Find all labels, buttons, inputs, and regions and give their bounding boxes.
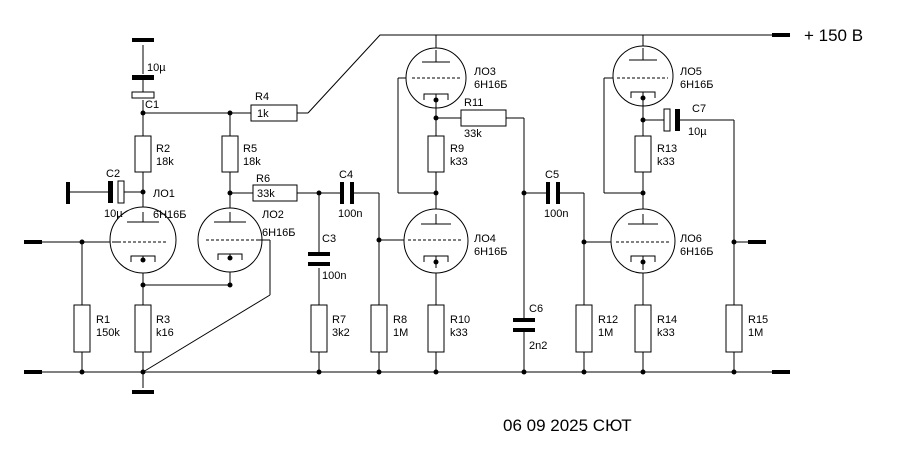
r8-value: 1M xyxy=(393,327,408,339)
r10-value: k33 xyxy=(450,327,468,339)
resistor-r6: R6 33k xyxy=(252,173,298,202)
capacitor-c5: C5 100n xyxy=(544,169,568,220)
terminals xyxy=(24,33,790,394)
resistor-r1: R1 150k xyxy=(73,304,120,353)
r7-value: 3k2 xyxy=(332,327,350,339)
c6-value: 2n2 xyxy=(529,340,547,352)
r2-ref: R2 xyxy=(156,143,170,155)
tube-lo3: ЛО3 6Н16Б xyxy=(405,47,508,109)
r3-ref: R3 xyxy=(156,314,170,326)
r12-ref: R12 xyxy=(598,314,618,326)
tube-lo2-type: 6Н16Б xyxy=(262,227,296,239)
resistor-r4: R4 1k xyxy=(250,91,298,122)
c2-ref: C2 xyxy=(106,168,120,180)
tube-lo5: ЛО5 6Н16Б xyxy=(612,45,714,107)
c3-ref: C3 xyxy=(322,233,336,245)
resistor-r2: R2 18k xyxy=(134,135,174,173)
supply-label: + 150 В xyxy=(804,26,863,45)
r2-value: 18k xyxy=(156,156,174,168)
wires xyxy=(40,34,780,388)
r1-value: 150k xyxy=(96,327,120,339)
r5-value: 18k xyxy=(243,156,261,168)
c1-value: 10µ xyxy=(147,62,166,74)
r9-ref: R9 xyxy=(450,143,464,155)
r1-ref: R1 xyxy=(96,314,110,326)
resistor-r10: R10 k33 xyxy=(427,304,470,353)
tube-lo2: ЛО2 6Н16Б xyxy=(197,207,296,273)
r12-value: 1M xyxy=(598,327,613,339)
r14-value: k33 xyxy=(657,327,675,339)
tube-lo4-type: 6Н16Б xyxy=(474,246,508,258)
tube-lo4-ref: ЛО4 xyxy=(474,233,496,245)
capacitor-c7: C7 10µ xyxy=(663,103,707,138)
r9-value: k33 xyxy=(450,156,468,168)
tube-lo2-ref: ЛО2 xyxy=(262,209,284,221)
tube-lo1-ref: ЛО1 xyxy=(153,188,175,200)
r11-value: 33k xyxy=(464,128,482,140)
r8-ref: R8 xyxy=(393,314,407,326)
r4-ref: R4 xyxy=(255,91,269,103)
tube-lo6: ЛО6 6Н16Б xyxy=(610,208,714,274)
resistor-r9: R9 k33 xyxy=(427,135,468,173)
r6-ref: R6 xyxy=(256,173,270,185)
resistor-r8: R8 1M xyxy=(370,304,408,353)
signature-text: 06 09 2025 СЮТ xyxy=(503,416,632,435)
resistor-r12: R12 1M xyxy=(575,304,618,353)
tube-lo6-ref: ЛО6 xyxy=(680,233,702,245)
tube-lo1: ЛО1 6Н16Б xyxy=(109,188,187,274)
resistor-r3: R3 k16 xyxy=(134,304,174,353)
r10-ref: R10 xyxy=(450,314,470,326)
junctions xyxy=(79,110,737,375)
resistor-r11: R11 33k xyxy=(460,97,507,140)
tube-lo5-type: 6Н16Б xyxy=(680,79,714,91)
c3-value: 100n xyxy=(322,270,346,282)
r13-value: k33 xyxy=(657,156,675,168)
resistor-r14: R14 k33 xyxy=(634,304,677,353)
resistor-r7: R7 3k2 xyxy=(310,304,350,353)
r13-ref: R13 xyxy=(657,143,677,155)
capacitor-c4: C4 100n xyxy=(338,169,362,220)
r15-ref: R15 xyxy=(748,314,768,326)
resistor-r13: R13 k33 xyxy=(634,135,677,173)
r5-ref: R5 xyxy=(243,143,257,155)
r11-ref: R11 xyxy=(464,97,483,109)
c5-ref: C5 xyxy=(545,169,559,181)
tube-lo1-type: 6Н16Б xyxy=(153,209,187,221)
c2-value: 10µ xyxy=(104,208,123,220)
c6-ref: C6 xyxy=(529,303,543,315)
capacitor-c1: 10µ C1 xyxy=(131,62,166,111)
r15-value: 1M xyxy=(748,327,763,339)
c5-value: 100n xyxy=(544,208,568,220)
tube-lo4: ЛО4 6Н16Б xyxy=(403,208,508,274)
resistor-r15: R15 1M xyxy=(725,304,768,353)
c4-value: 100n xyxy=(338,208,362,220)
tube-lo3-type: 6Н16Б xyxy=(474,79,508,91)
resistor-r5: R5 18k xyxy=(221,135,261,173)
capacitor-c2: C2 10µ xyxy=(104,168,125,220)
r3-value: k16 xyxy=(156,327,174,339)
c7-ref: C7 xyxy=(692,103,706,115)
c4-ref: C4 xyxy=(339,169,353,181)
tube-lo6-type: 6Н16Б xyxy=(680,246,714,258)
tube-lo5-ref: ЛО5 xyxy=(680,66,702,78)
c7-value: 10µ xyxy=(688,126,707,138)
capacitor-c6: C6 2n2 xyxy=(513,303,547,352)
r7-ref: R7 xyxy=(332,314,346,326)
r6-value: 33k xyxy=(257,188,275,200)
capacitor-c3: C3 100n xyxy=(308,233,346,282)
c1-ref: C1 xyxy=(145,99,159,111)
r4-value: 1k xyxy=(257,108,269,120)
r14-ref: R14 xyxy=(657,314,677,326)
tube-lo3-ref: ЛО3 xyxy=(474,66,496,78)
